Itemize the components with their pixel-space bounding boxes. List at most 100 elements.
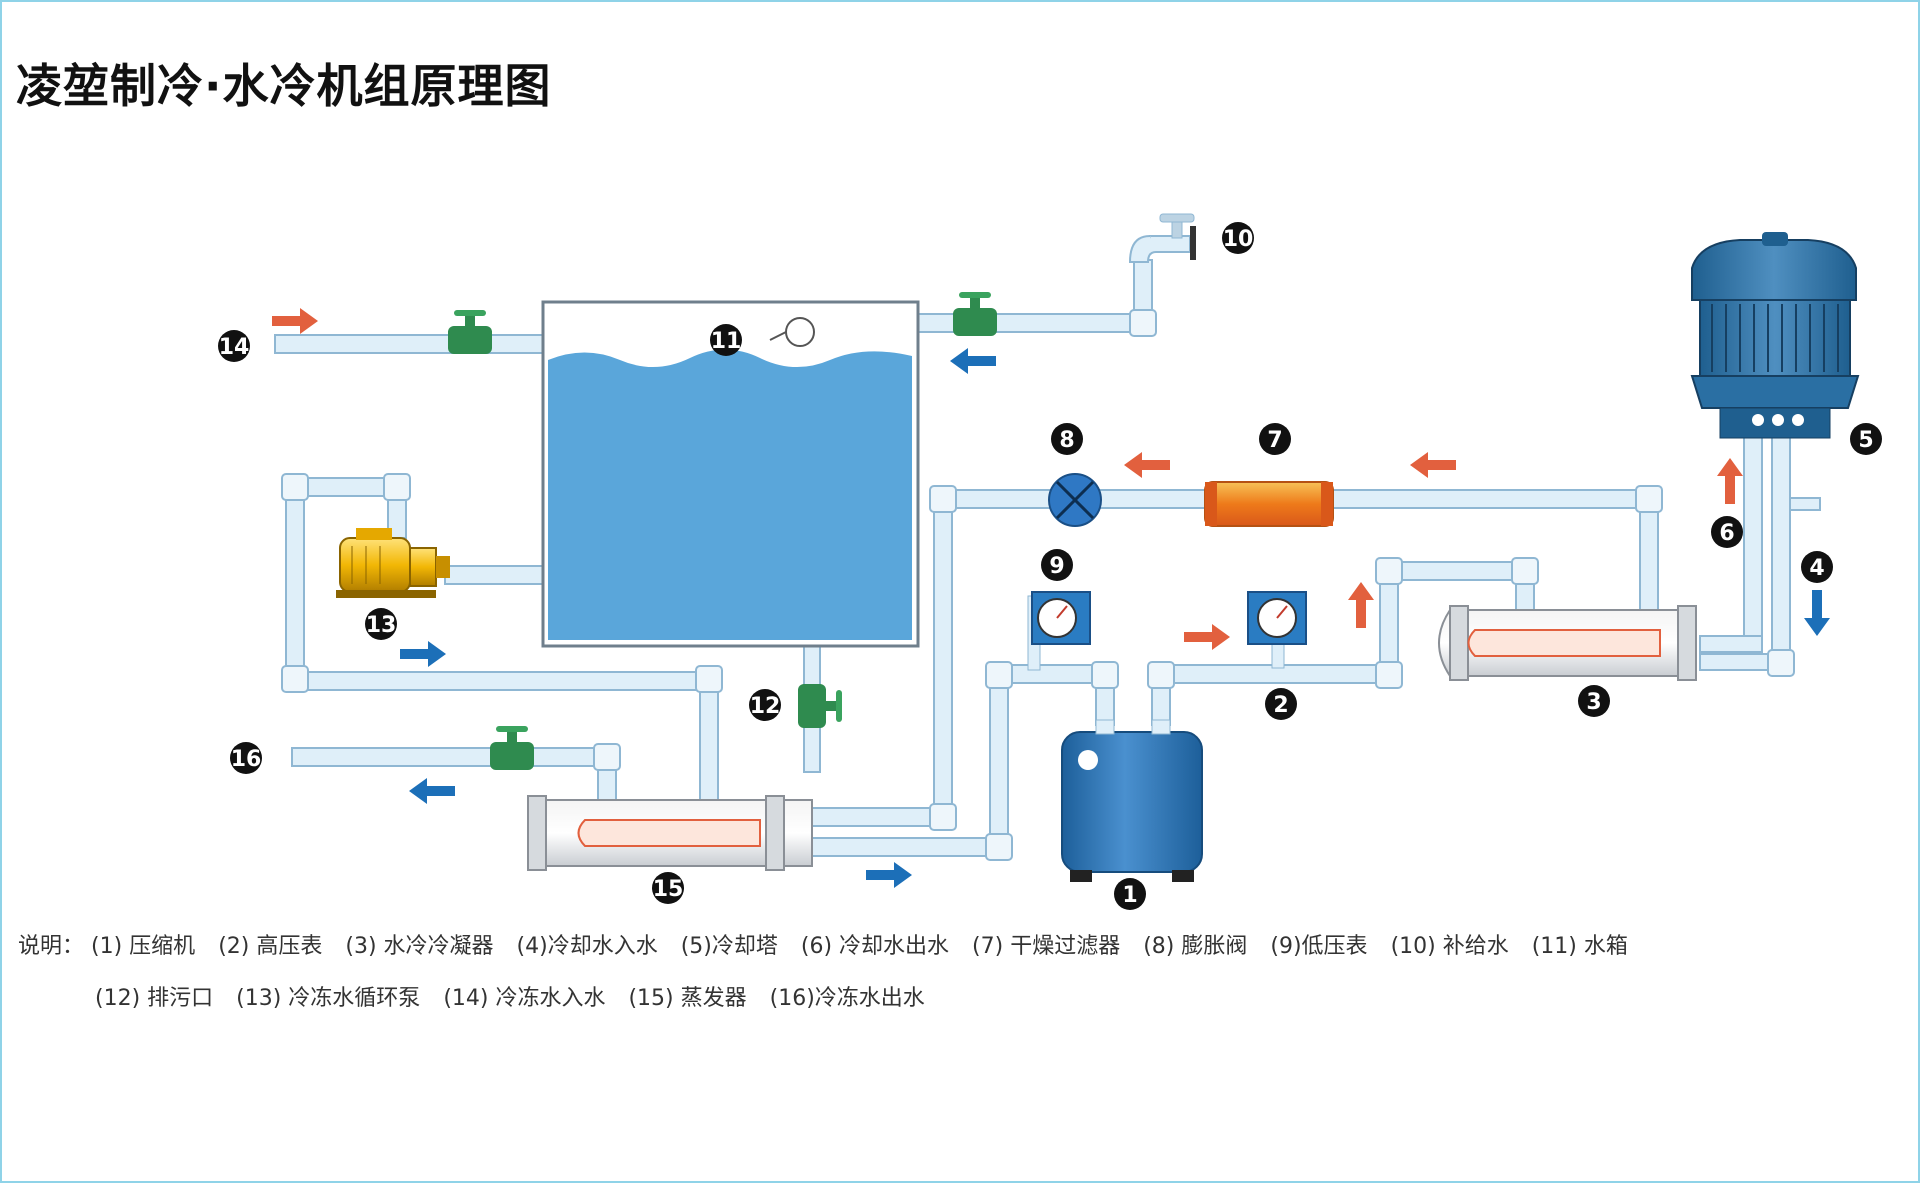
cooling-tower[interactable] [1690, 232, 1860, 439]
marker-circle [1041, 549, 1073, 581]
gate-valve-makeup[interactable] [953, 292, 997, 336]
pipe-pump-discharge [285, 671, 707, 691]
marker-label: 7 [1267, 428, 1282, 453]
tank-water [548, 349, 912, 640]
circulation-pump[interactable] [336, 528, 450, 598]
elbow [929, 485, 957, 513]
marker-12: 12 [749, 689, 781, 721]
elbow [1091, 661, 1119, 689]
marker-label: 5 [1858, 428, 1873, 453]
elbow [593, 743, 621, 771]
high-pressure-gauge [1247, 591, 1307, 669]
pipe-tower-stub [1789, 497, 1821, 511]
marker-circle [749, 689, 781, 721]
legend-item: (12) 排污口 [95, 986, 214, 1011]
evaporator[interactable] [527, 795, 813, 871]
marker-label: 2 [1273, 693, 1288, 718]
legend-item: (8) 膨胀阀 [1143, 934, 1248, 959]
marker-label: 11 [711, 329, 742, 354]
low-pressure-gauge [1027, 591, 1091, 671]
marker-8: 8 [1051, 423, 1083, 455]
legend-intro: 说明： [18, 934, 85, 959]
marker-9: 9 [1041, 549, 1073, 581]
marker-label: 13 [366, 613, 397, 638]
gate-valve-chilled-inlet[interactable] [448, 310, 492, 354]
arrow-red-up [1348, 582, 1374, 628]
pipe-liquid-riser [933, 487, 953, 827]
pipe-evap-suction [807, 837, 1009, 857]
water-cooled-condenser[interactable] [1438, 605, 1697, 681]
legend-item: (15) 蒸发器 [628, 986, 747, 1011]
arrow-blue-right [866, 862, 912, 888]
legend-item: (13) 冷冻水循环泵 [236, 986, 421, 1011]
marker-11: 11 [710, 324, 742, 356]
elbow [281, 665, 309, 693]
pipe-chilled-water-inlet [274, 334, 546, 354]
flow-arrows [272, 308, 1830, 888]
makeup-water-faucet[interactable] [1128, 213, 1196, 263]
arrow-blue-left [409, 778, 455, 804]
marker-circle [1801, 551, 1833, 583]
arrow-red-right [1184, 624, 1230, 650]
legend-item: (16)冷冻水出水 [769, 986, 925, 1011]
arrow-red-right [272, 308, 318, 334]
dryer-filter[interactable] [1204, 481, 1334, 527]
marker-label: 12 [750, 694, 781, 719]
elbow [985, 833, 1013, 861]
diagram-title: 凌堃制冷·水冷机组原理图 [16, 59, 552, 113]
marker-label: 6 [1719, 521, 1734, 546]
marker-circle [710, 324, 742, 356]
pipe-tower-supply [1771, 419, 1791, 665]
legend-item: (9)低压表 [1270, 934, 1368, 959]
elbow [1635, 485, 1663, 513]
marker-16: 16 [230, 742, 262, 774]
marker-1: 1 [1114, 878, 1146, 910]
drain-valve[interactable] [798, 684, 842, 728]
marker-6: 6 [1711, 516, 1743, 548]
pipe-pump-loop-left [285, 477, 305, 679]
legend-item: (11) 水箱 [1531, 934, 1628, 959]
pipe-tower-return [1743, 419, 1763, 651]
marker-circle [365, 608, 397, 640]
marker-circle [1222, 222, 1254, 254]
arrow-red-up [1717, 458, 1743, 504]
pipe-pump-suction [444, 565, 546, 585]
compressor[interactable] [1061, 719, 1203, 882]
marker-3: 3 [1578, 685, 1610, 717]
elbow [695, 665, 723, 693]
elbow [1767, 649, 1795, 677]
marker-circle [652, 872, 684, 904]
elbow [1375, 661, 1403, 689]
marker-10: 10 [1222, 222, 1254, 254]
expansion-valve[interactable] [1048, 473, 1102, 527]
elbow [1511, 557, 1539, 585]
legend-item: (7) 干燥过滤器 [972, 934, 1121, 959]
marker-label: 9 [1049, 554, 1064, 579]
pipe-dryer-to-valve [1097, 489, 1209, 509]
arrow-blue-right [400, 641, 446, 667]
marker-circle [230, 742, 262, 774]
elbow [383, 473, 411, 501]
marker-circle [1265, 688, 1297, 720]
marker-circle [218, 330, 250, 362]
legend-item: (14) 冷冻水入水 [443, 986, 606, 1011]
gate-valve-chilled-outlet[interactable] [490, 726, 534, 770]
elbow [1375, 557, 1403, 585]
marker-circle [1259, 423, 1291, 455]
marker-circle [1114, 878, 1146, 910]
arrow-red-left [1410, 452, 1456, 478]
elbow [929, 803, 957, 831]
pipe-evap-liquid-line [807, 807, 949, 827]
pipe-chilled-water-outlet [291, 747, 613, 767]
marker-label: 8 [1059, 428, 1074, 453]
legend-item: (5)冷却塔 [680, 934, 778, 959]
legend-line-1: 说明： (1) 压缩机 (2) 高压表 (3) 水冷冷凝器 (4)冷却水入水 (… [18, 928, 1644, 960]
marker-label: 10 [1223, 227, 1254, 252]
elbow [281, 473, 309, 501]
marker-label: 14 [219, 335, 250, 360]
legend-item: (3) 水冷冷凝器 [345, 934, 494, 959]
marker-5: 5 [1850, 423, 1882, 455]
